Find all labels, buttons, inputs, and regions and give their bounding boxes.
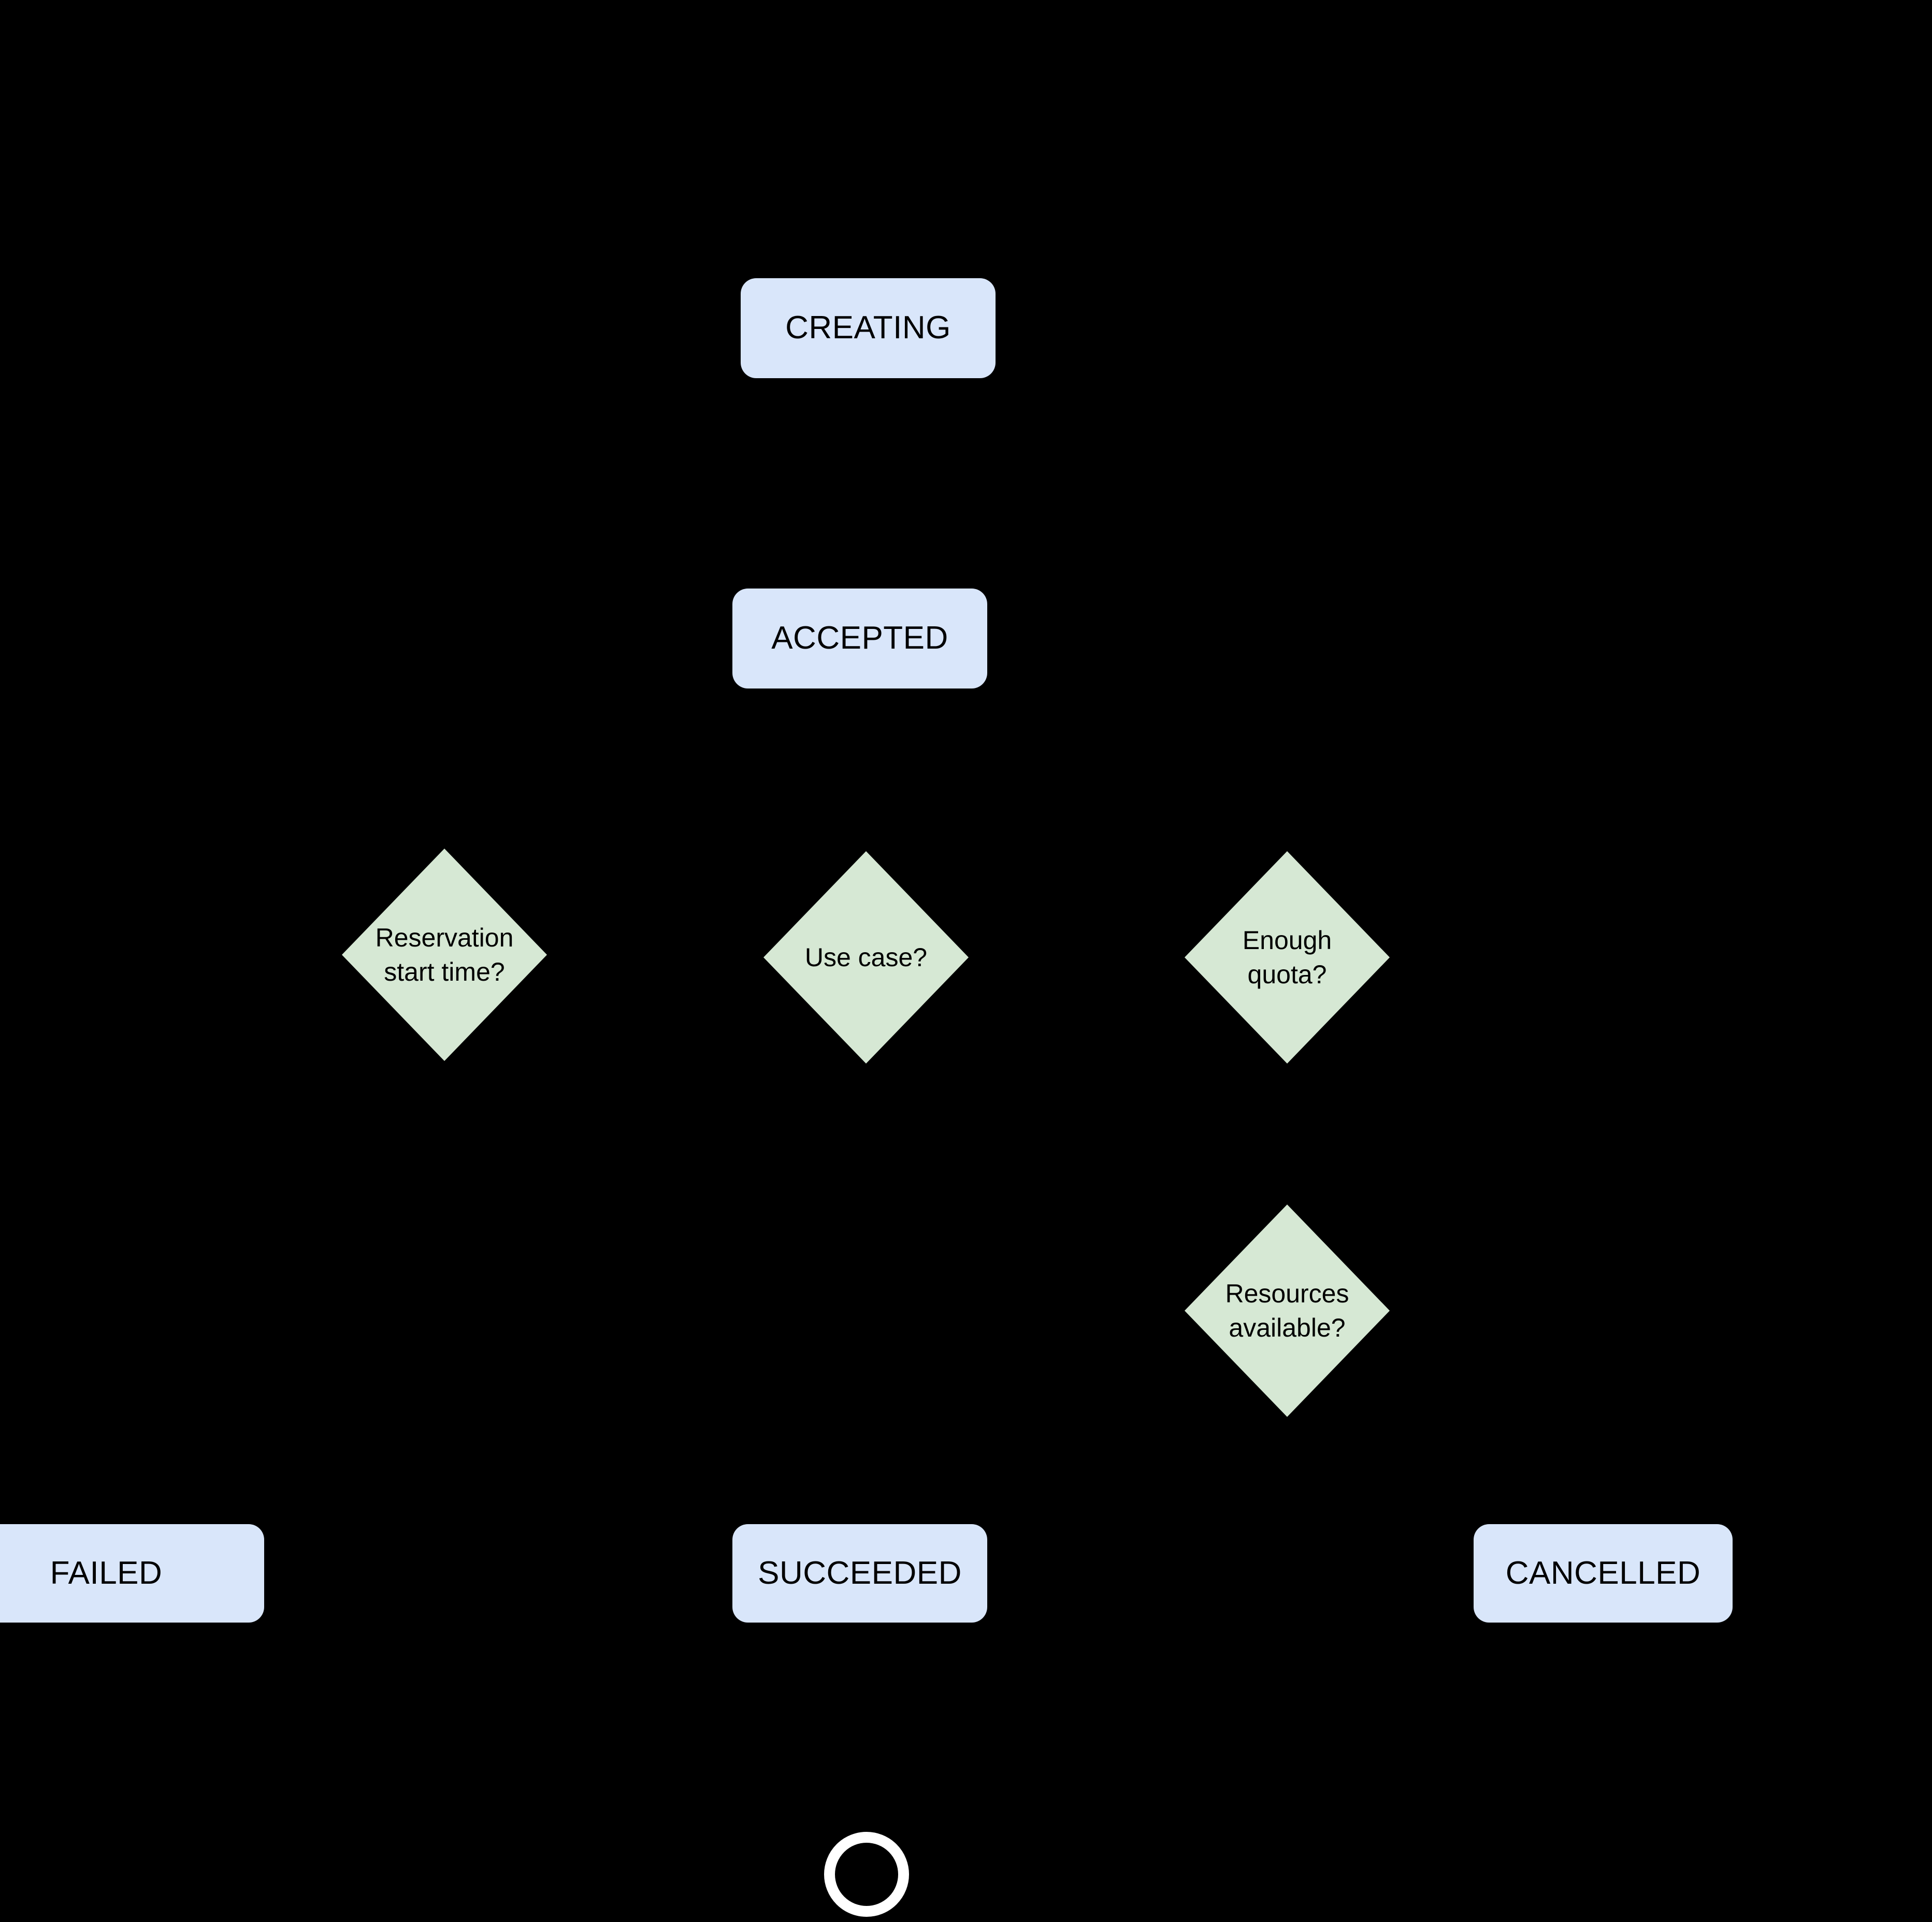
decision-label: Use case? bbox=[804, 943, 928, 972]
decision-node-use-case[interactable]: Use case? bbox=[763, 851, 969, 1064]
state-node-creating[interactable]: CREATING bbox=[741, 278, 996, 378]
diamond-shape bbox=[763, 851, 969, 1064]
diamond-shape bbox=[1185, 1204, 1390, 1417]
edge-accepted-to-enough-quota bbox=[858, 689, 1302, 850]
edge-resources-available-to-cancelled bbox=[1285, 1417, 1618, 1523]
decision-node-enough-quota[interactable]: Enough quota? bbox=[1185, 851, 1390, 1064]
decision-label: Resources available? bbox=[1225, 1279, 1349, 1342]
state-node-accepted[interactable]: ACCEPTED bbox=[732, 589, 987, 689]
state-node-cancelled[interactable]: CANCELLED bbox=[1474, 1524, 1733, 1623]
decision-label: Reservation start time? bbox=[375, 923, 514, 986]
terminal-end-node[interactable] bbox=[824, 1832, 909, 1917]
diamond-shape bbox=[342, 849, 547, 1061]
edge-reservation-start-time-to-failed bbox=[92, 1061, 446, 1523]
diamond-shape bbox=[1185, 851, 1390, 1064]
decision-node-reservation-start-time[interactable]: Reservation start time? bbox=[342, 849, 547, 1061]
decision-node-resources-available[interactable]: Resources available? bbox=[1185, 1204, 1390, 1417]
decision-label: Enough quota? bbox=[1242, 926, 1332, 989]
state-node-succeeded[interactable]: SUCCEEDED bbox=[732, 1524, 987, 1623]
state-node-failed[interactable]: FAILED bbox=[0, 1524, 264, 1623]
edge-accepted-to-use-case bbox=[852, 689, 881, 850]
edge-accepted-to-reservation-start-time bbox=[430, 689, 862, 847]
